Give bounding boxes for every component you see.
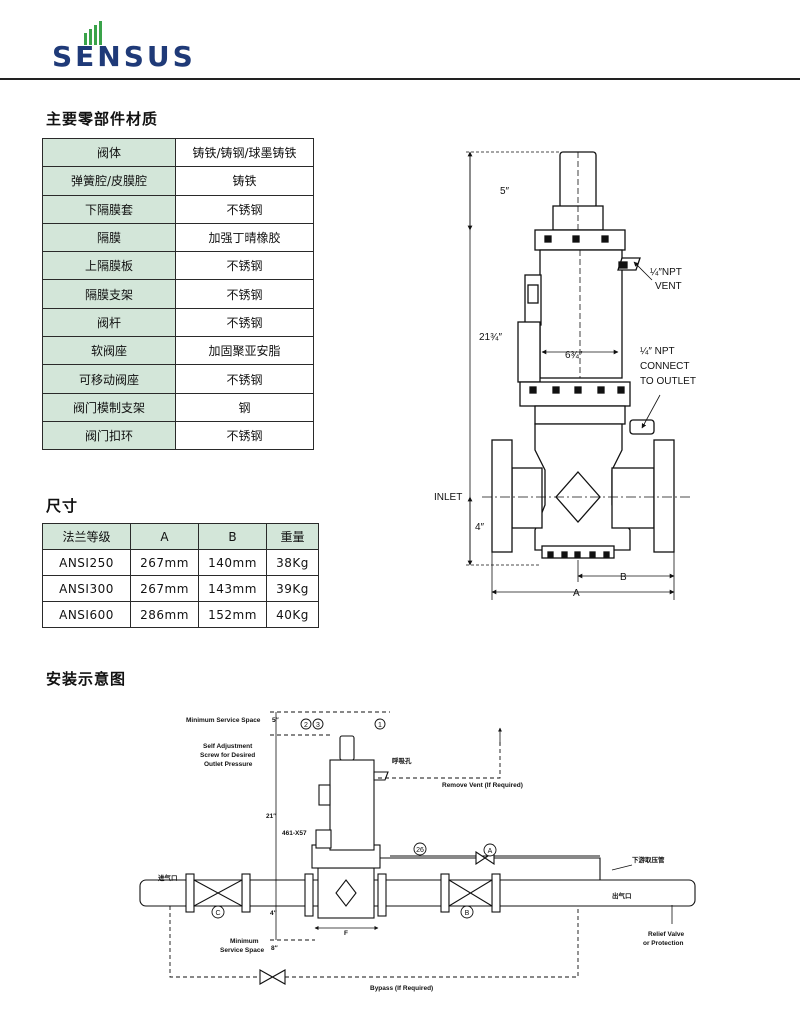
valve-b bbox=[448, 879, 493, 907]
min-service-bottom-2: Service Space bbox=[220, 947, 264, 954]
vent-label-1: ¼″NPT bbox=[650, 266, 682, 278]
materials-table: 阀体铸铁/铸钢/球墨铸铁 弹簧腔/皮膜腔铸铁 下隔膜套不锈钢 隔膜加强丁晴橡胶 … bbox=[42, 137, 314, 451]
main-pipe bbox=[139, 879, 696, 907]
table-row: 阀门模制支架钢 bbox=[42, 392, 314, 422]
breather-label: 呼吸孔 bbox=[392, 756, 412, 765]
connect-label-3: TO OUTLET bbox=[640, 376, 696, 387]
callout-a: A bbox=[488, 848, 493, 855]
brand-wordmark: SENSUS bbox=[52, 40, 196, 72]
table-row: 软阀座加固聚亚安脂 bbox=[42, 336, 314, 366]
vent-label-2: VENT bbox=[655, 281, 682, 292]
breather-vent bbox=[373, 771, 389, 781]
bypass-valve bbox=[259, 969, 286, 985]
dimensions-title: 尺寸 bbox=[46, 497, 79, 515]
install-title: 安装示意图 bbox=[46, 670, 127, 688]
inlet-label: INLET bbox=[434, 492, 462, 503]
min-service-bottom-1: Minimum bbox=[230, 938, 259, 945]
self-adj-2: Screw for Desired bbox=[200, 752, 255, 759]
dim-4: 4″ bbox=[270, 910, 277, 917]
table-row: 阀体铸铁/铸钢/球墨铸铁 bbox=[42, 137, 314, 168]
callout-b: B bbox=[465, 910, 470, 917]
dim-b-label: B bbox=[620, 572, 627, 583]
self-adj-3: Outlet Pressure bbox=[204, 761, 253, 768]
dim-width-label: 6¾″ bbox=[565, 350, 583, 361]
table-row: 隔膜加强丁晴橡胶 bbox=[42, 222, 314, 253]
dim-height-label: 21¾″ bbox=[479, 332, 502, 343]
outlet-connect-fitting bbox=[629, 419, 655, 435]
installation-diagram: 2 3 1 26 A C B Minimum Service Space 5″ … bbox=[139, 711, 696, 992]
dim-top-label: 5″ bbox=[500, 186, 510, 197]
header-rule bbox=[0, 78, 800, 80]
dim-5: 5″ bbox=[272, 717, 279, 724]
dim-21: 21″ bbox=[266, 813, 276, 820]
table-row: 弹簧腔/皮膜腔铸铁 bbox=[42, 166, 314, 196]
table-header-row: 法兰等级 A B 重量 bbox=[42, 523, 319, 550]
dim-8: 8″ bbox=[271, 945, 278, 952]
dim-bottom-label: 4″ bbox=[475, 522, 485, 533]
min-service-top: Minimum Service Space bbox=[186, 717, 261, 724]
valve-diaphragm-flange bbox=[519, 381, 631, 407]
table-row: 上隔膜板不锈钢 bbox=[42, 251, 314, 281]
callout-1: 1 bbox=[378, 722, 382, 729]
valve-dimension-drawing: 5″ 21¾″ 6¾″ 4″ INLET ¼″NPT VENT ¼″ NPT C… bbox=[434, 151, 696, 600]
callout-26: 26 bbox=[416, 847, 424, 854]
callout-3: 3 bbox=[316, 722, 320, 729]
outlet-flange bbox=[653, 439, 675, 553]
inlet-flange bbox=[491, 439, 513, 553]
valve-c bbox=[193, 879, 243, 907]
logo-bars bbox=[84, 21, 102, 45]
table-row: 隔膜支架不锈钢 bbox=[42, 279, 314, 309]
downstream-label: 下游取压管 bbox=[632, 855, 665, 864]
self-adj-1: Self Adjustment bbox=[203, 743, 253, 750]
model-label: 461-X57 bbox=[282, 830, 307, 837]
outlet-cn-label: 出气口 bbox=[612, 891, 632, 900]
relief-1: Relief Valve bbox=[648, 931, 685, 938]
table-row: 下隔膜套不锈钢 bbox=[42, 194, 314, 224]
bypass-label: Bypass (If Required) bbox=[370, 985, 433, 992]
dim-a-label: A bbox=[573, 588, 580, 599]
relief-2: or Protection bbox=[643, 940, 683, 947]
connect-label-2: CONNECT bbox=[640, 361, 689, 372]
dim-f: F bbox=[344, 930, 348, 937]
table-row: 阀杆不锈钢 bbox=[42, 307, 314, 338]
table-row: 阀门扣环不锈钢 bbox=[42, 420, 314, 451]
remove-vent-label: Remove Vent (If Required) bbox=[442, 782, 523, 789]
callout-2: 2 bbox=[304, 722, 308, 729]
callout-c: C bbox=[215, 910, 220, 917]
inlet-cn-label: 进气口 bbox=[158, 873, 178, 882]
table-row: 可移动阀座不锈钢 bbox=[42, 364, 314, 394]
valve-spring-case bbox=[539, 249, 623, 379]
materials-title: 主要零部件材质 bbox=[46, 110, 159, 128]
sensus-logo: SENSUS bbox=[52, 21, 196, 72]
sense-line bbox=[380, 857, 601, 880]
connect-label-1: ¼″ NPT bbox=[640, 345, 675, 357]
